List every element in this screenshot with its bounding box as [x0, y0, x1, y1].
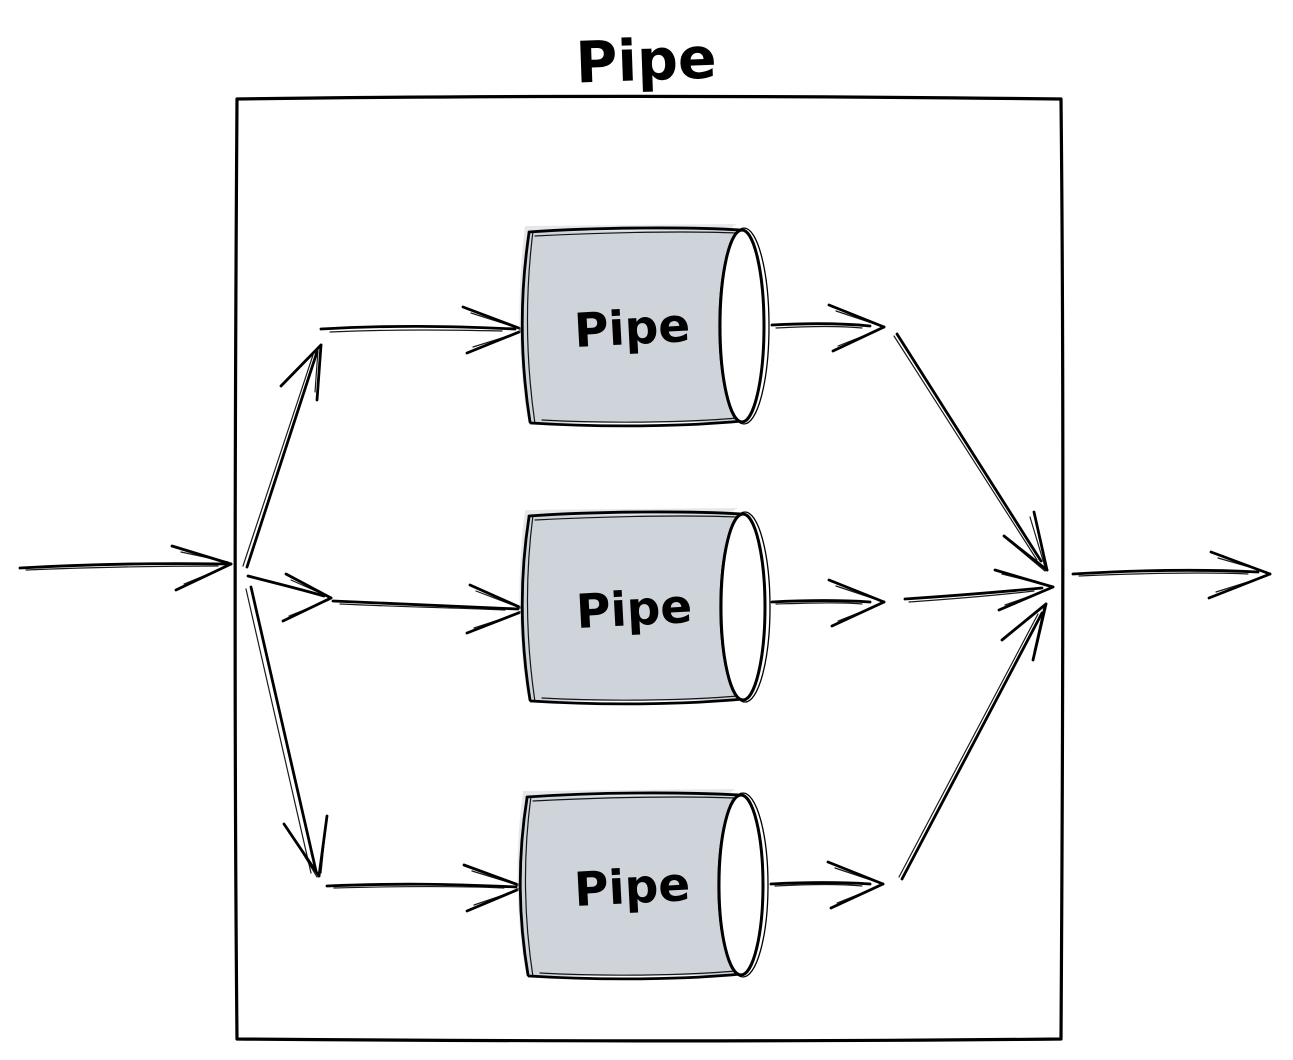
- fan-out-arrow-middle: [246, 572, 333, 623]
- cylinder-body: [521, 795, 741, 976]
- out-arrow-pipe-2: [770, 568, 1055, 628]
- cylinder-open-end: [719, 512, 767, 702]
- pipe-cylinder-2: Pipe: [519, 508, 771, 706]
- pipe-label-2: Pipe: [575, 579, 694, 640]
- output-arrow: [1071, 550, 1272, 600]
- pipe-label-1: Pipe: [573, 298, 692, 359]
- cylinder-body: [523, 514, 743, 701]
- cylinder-body: [523, 230, 742, 423]
- feed-arrow-pipe-1: [319, 305, 526, 355]
- fan-out-arrow-top: [242, 343, 323, 569]
- cylinder-open-end: [718, 228, 766, 424]
- feed-arrow-pipe-3: [325, 863, 526, 913]
- outer-box: [233, 94, 1065, 1043]
- fan-out-arrow-bottom: [245, 585, 329, 878]
- out-arrow-pipe-3: [769, 602, 1048, 910]
- input-arrow: [18, 544, 233, 592]
- pipe-label-3: Pipe: [573, 857, 692, 918]
- pipe-cylinder-3: Pipe: [517, 789, 769, 981]
- diagram-title: Pipe: [575, 26, 718, 97]
- out-arrow-pipe-1: [770, 303, 1049, 572]
- cylinder-open-end: [717, 793, 765, 977]
- feed-arrow-pipe-2: [331, 583, 528, 635]
- pipe-cylinder-1: Pipe: [519, 224, 770, 428]
